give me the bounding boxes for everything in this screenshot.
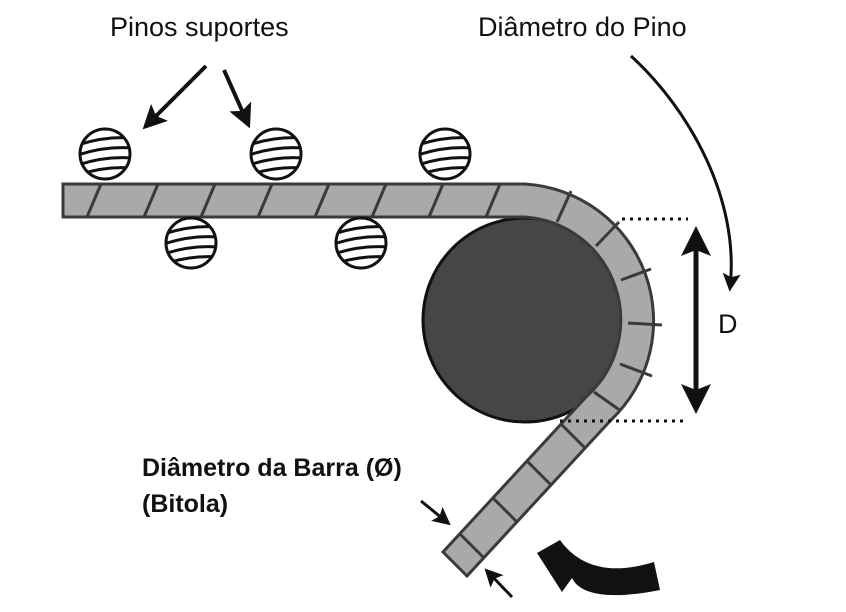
support-pin bbox=[334, 216, 388, 270]
support-pin bbox=[249, 127, 303, 181]
support-pin-arrow-left bbox=[142, 64, 208, 130]
support-pin bbox=[164, 216, 218, 270]
bar-diameter-arrow-upper bbox=[420, 499, 451, 526]
label-pin-diameter: Diâmetro do Pino bbox=[478, 12, 687, 42]
label-bitola: (Bitola) bbox=[142, 490, 228, 518]
support-pin bbox=[418, 127, 472, 181]
support-pin bbox=[78, 127, 132, 181]
support-pin-arrow-right bbox=[222, 69, 252, 129]
pin-diameter-arrow bbox=[629, 54, 741, 292]
bar-diameter-arrow-lower bbox=[484, 568, 514, 599]
label-support-pins: Pinos suportes bbox=[110, 12, 289, 42]
label-bar-diameter: Diâmetro da Barra (Ø) bbox=[142, 454, 402, 482]
label-dimension-d: D bbox=[718, 309, 738, 339]
bend-direction-arrow bbox=[537, 540, 660, 596]
